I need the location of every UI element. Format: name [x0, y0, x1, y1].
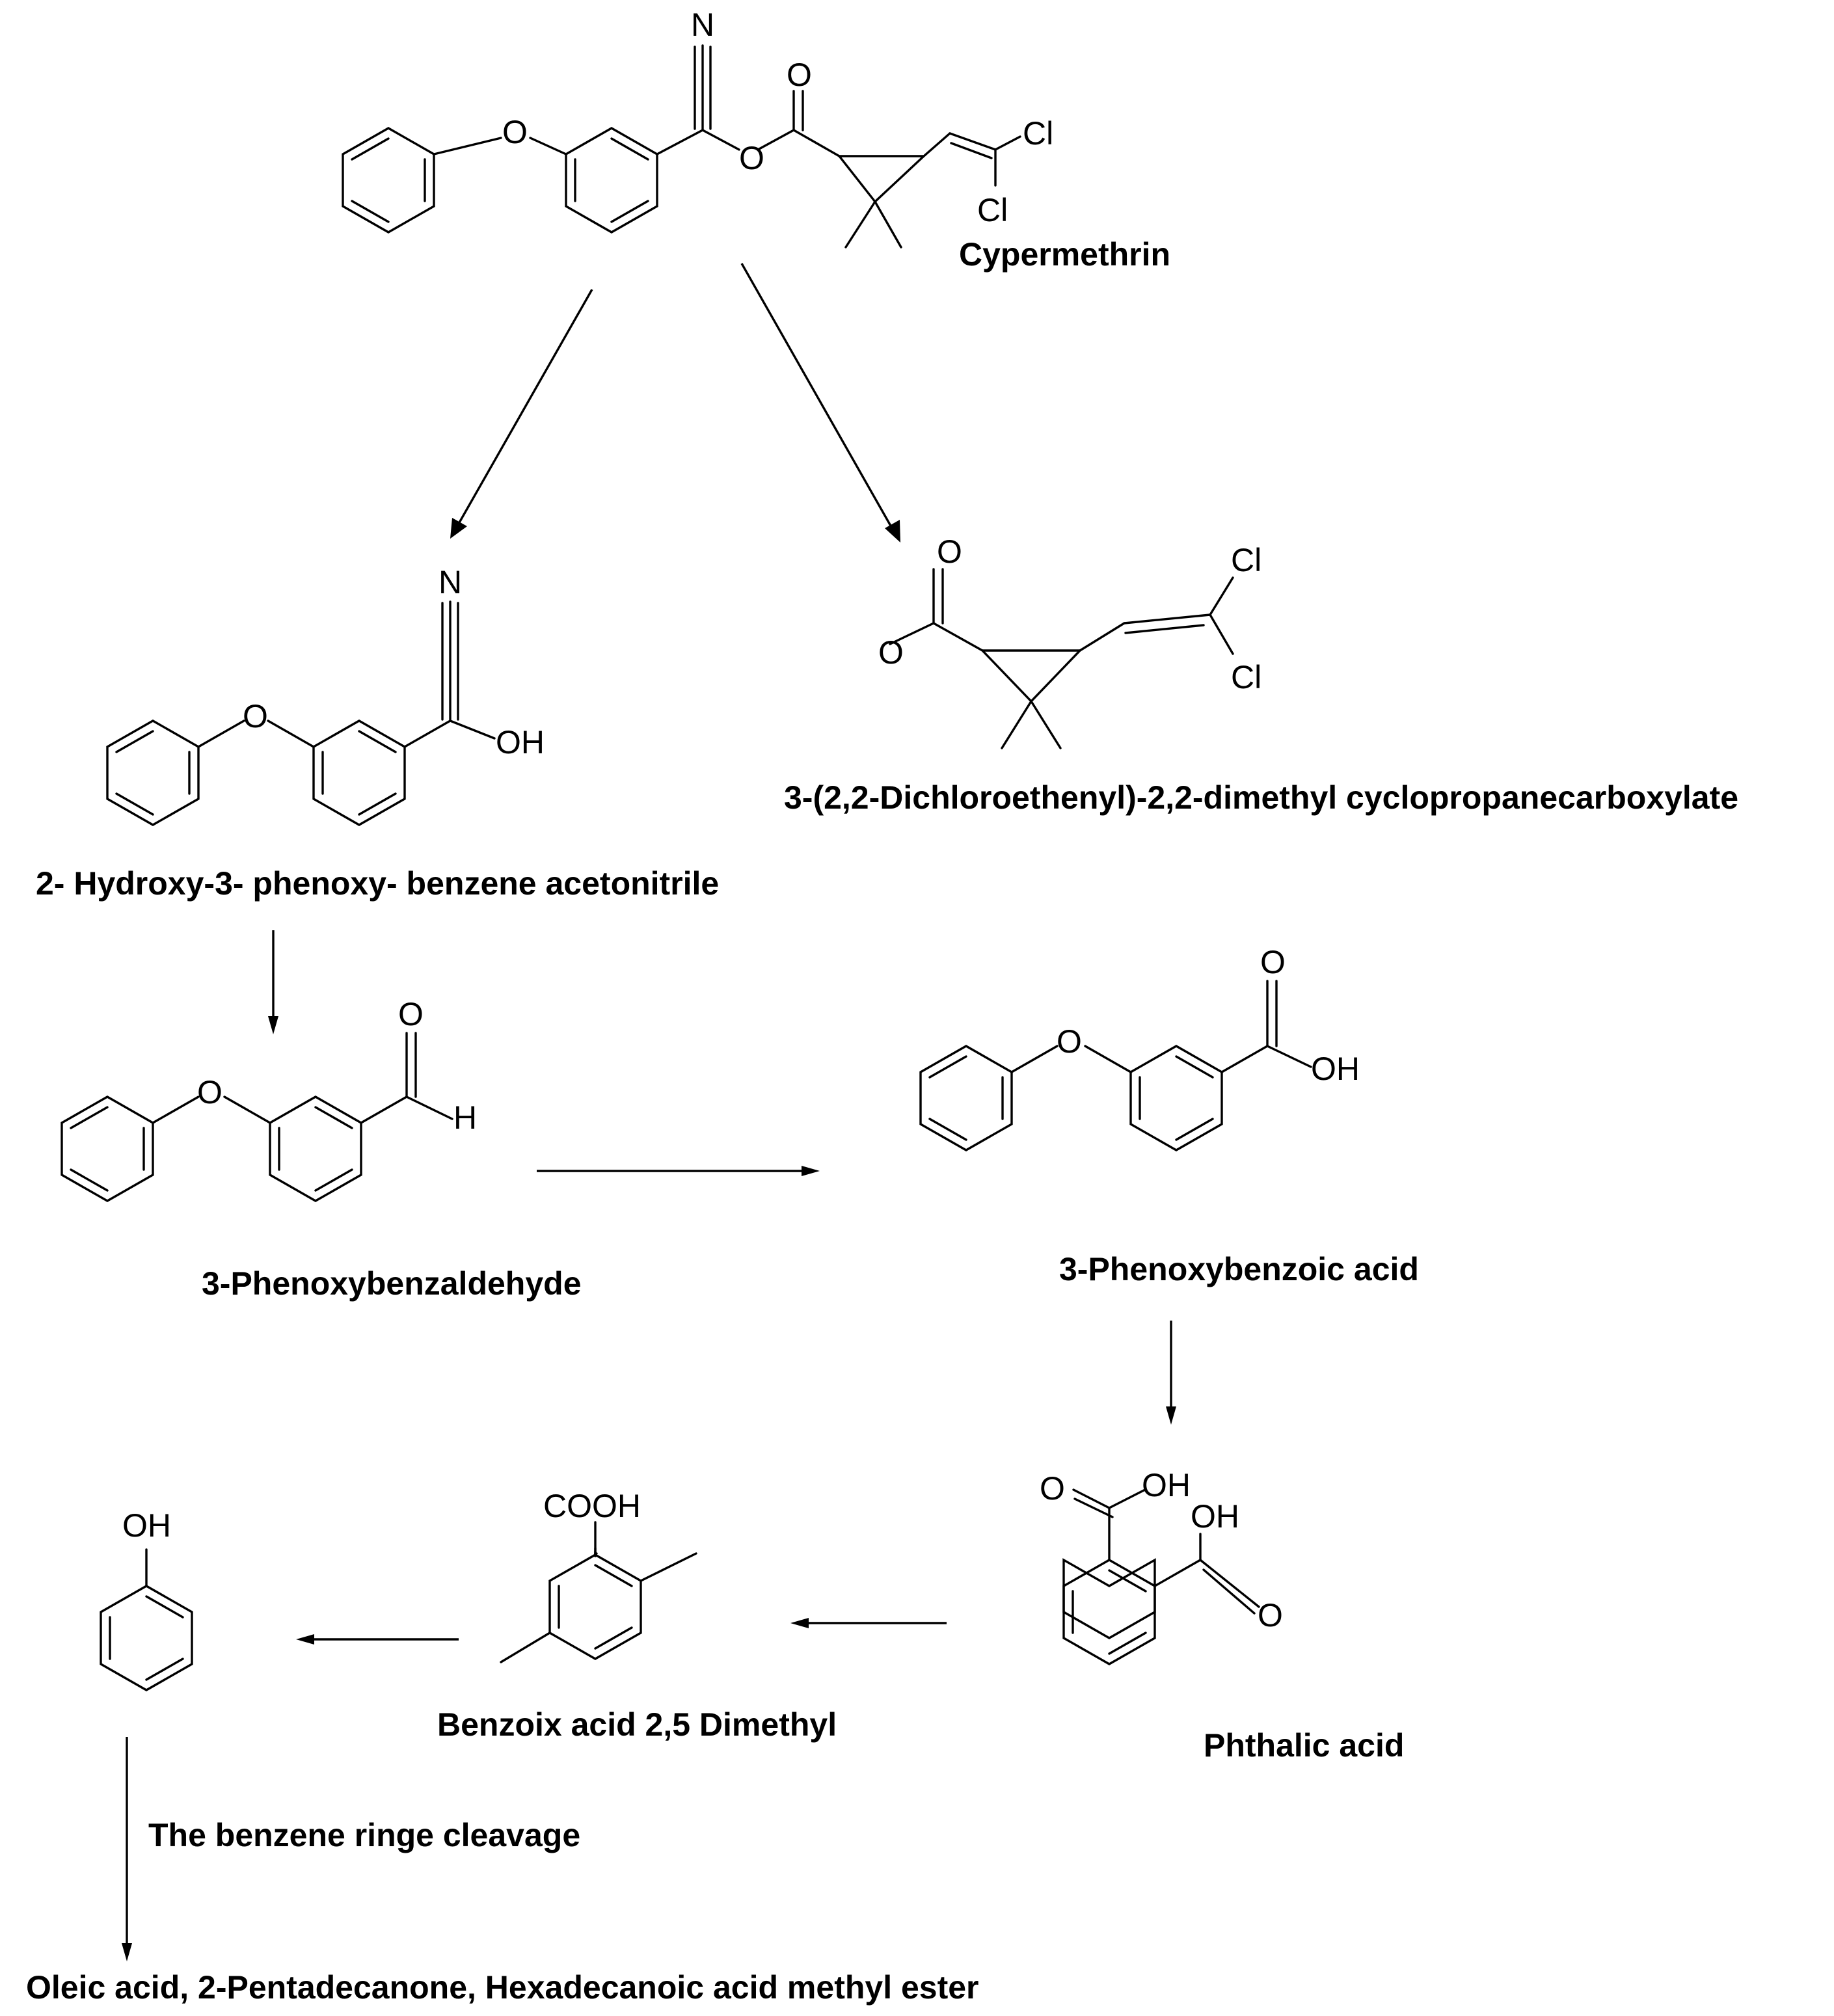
dcva-cl-2: Cl: [1231, 659, 1261, 695]
ald-h: H: [453, 1099, 477, 1136]
hydroxy-acetonitrile-structure: O N OH 2- Hydroxy-3- phenoxy- benzene ac…: [36, 564, 719, 902]
cyp-ether-o: O: [502, 114, 528, 150]
cyp-ester-o: O: [739, 140, 764, 176]
pht-carbonyl-o-2: O: [1258, 1597, 1283, 1633]
final-products-label: Oleic acid, 2-Pentadecanone, Hexadecanoi…: [26, 1969, 979, 2006]
phthalic-structure: O OH OH O Phthalic acid: [1040, 1467, 1404, 1764]
dcva-label: 3-(2,2-Dichloroethenyl)-2,2-dimethyl cyc…: [784, 779, 1738, 816]
arrow-to-phenoxybenzaldehyde: [268, 930, 278, 1034]
phthalic-label: Phthalic acid: [1204, 1727, 1404, 1764]
dcva-carbonyl-o: O: [937, 533, 962, 570]
arrow-to-phenol: [296, 1634, 459, 1645]
arrow-to-benzoic-dimethyl: [790, 1618, 947, 1628]
pba-ether-o: O: [1057, 1023, 1082, 1060]
hydroxy-acetonitrile-label: 2- Hydroxy-3- phenoxy- benzene acetonitr…: [36, 865, 719, 902]
arrow-to-dcva: [740, 263, 900, 543]
benzoic-dimethyl-structure: COOH Benzoix acid 2,5 Dimethyl: [437, 1488, 837, 1743]
arrow-to-phenoxybenzoic: [537, 1166, 820, 1176]
phenoxybenzoic-label: 3-Phenoxybenzoic acid: [1059, 1251, 1419, 1287]
cyp-nitrile-n: N: [691, 7, 714, 43]
pht-oh-2: OH: [1191, 1498, 1239, 1535]
pba-oh: OH: [1311, 1051, 1360, 1087]
cyp-cl-2: Cl: [977, 192, 1008, 228]
cyp-carbonyl-o: O: [787, 57, 812, 93]
ald-ether-o: O: [197, 1074, 223, 1110]
hyd-nitrile-n: N: [438, 564, 462, 600]
pht-oh-1: OH: [1142, 1467, 1191, 1503]
pht-carbonyl-o-1: O: [1040, 1470, 1065, 1507]
phenol-oh: OH: [122, 1507, 171, 1544]
arrow-to-final-products: [122, 1737, 132, 1961]
hyd-oh: OH: [496, 724, 545, 760]
benzoic-dimethyl-label: Benzoix acid 2,5 Dimethyl: [437, 1706, 837, 1743]
ald-carbonyl-o: O: [398, 996, 424, 1032]
arrow-to-hydroxy-acetonitrile: [450, 289, 593, 539]
phenoxybenzaldehyde-label: 3-Phenoxybenzaldehyde: [202, 1265, 582, 1302]
phenoxybenzaldehyde-structure: O O H 3-Phenoxybenzaldehyde: [61, 996, 582, 1302]
phenoxybenzoic-structure: O O OH 3-Phenoxybenzoic acid: [919, 944, 1419, 1287]
phenol-structure: OH: [100, 1507, 193, 1691]
cypermethrin-label: Cypermethrin: [959, 236, 1170, 273]
dcva-structure: O O Cl Cl 3-(2,2-Dichloroethenyl)-2,2-di…: [784, 533, 1738, 816]
bda-cooh: COOH: [543, 1488, 641, 1524]
pba-carbonyl-o: O: [1260, 944, 1286, 980]
dcva-carboxylate-o: O: [878, 634, 904, 671]
hyd-ether-o: O: [243, 698, 268, 734]
ring-cleavage-label: The benzene ringe cleavage: [148, 1817, 580, 1853]
cypermethrin-structure: O N O O Cl Cl Cypermethrin: [342, 7, 1170, 273]
dcva-cl-1: Cl: [1231, 542, 1261, 578]
arrow-to-phthalic: [1166, 1321, 1176, 1425]
cyp-cl-1: Cl: [1023, 115, 1053, 152]
